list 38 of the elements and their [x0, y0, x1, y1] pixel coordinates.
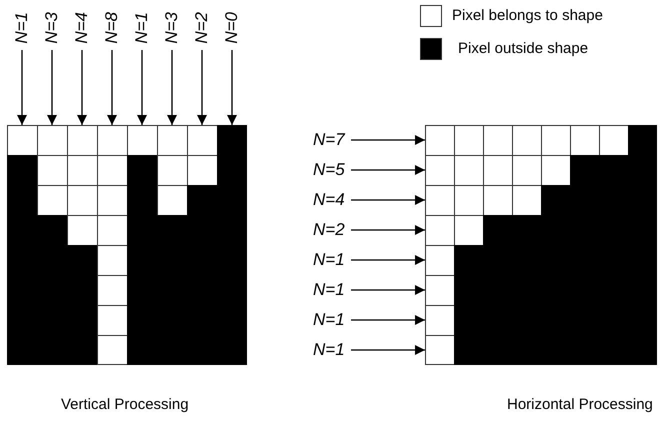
- arrow: [47, 50, 57, 125]
- arrow: [197, 50, 207, 125]
- arrow: [351, 135, 425, 145]
- count-label: N=1: [133, 12, 151, 44]
- count-label: N=4: [73, 12, 91, 44]
- count-label: N=4: [313, 191, 345, 209]
- arrow: [351, 315, 425, 325]
- panel-caption: Horizontal Processing: [507, 396, 653, 413]
- legend-label: Pixel belongs to shape: [452, 7, 603, 24]
- arrow: [351, 255, 425, 265]
- arrow: [351, 345, 425, 355]
- count-label: N=7: [313, 131, 345, 149]
- pixel-grid-drawing: [7, 125, 247, 365]
- arrow: [351, 285, 425, 295]
- arrow: [107, 50, 117, 125]
- count-label: N=2: [313, 221, 345, 239]
- count-label: N=3: [43, 12, 61, 44]
- count-label: N=0: [223, 12, 241, 44]
- arrow: [167, 50, 177, 125]
- count-label: N=1: [313, 311, 345, 329]
- count-label: N=1: [313, 251, 345, 269]
- count-label: N=1: [13, 12, 31, 44]
- count-label: N=2: [193, 12, 211, 44]
- count-label: N=1: [313, 341, 345, 359]
- panel-caption: Vertical Processing: [61, 396, 189, 413]
- count-label: N=5: [313, 161, 345, 179]
- count-label: N=3: [163, 12, 181, 44]
- arrow: [351, 225, 425, 235]
- legend-label: Pixel outside shape: [458, 40, 588, 57]
- arrow: [77, 50, 87, 125]
- count-label: N=8: [103, 12, 121, 44]
- arrow: [137, 50, 147, 125]
- arrow: [351, 165, 425, 175]
- arrow: [227, 50, 237, 125]
- arrow: [17, 50, 27, 125]
- count-label: N=1: [313, 281, 345, 299]
- pixel-grid-drawing: [425, 125, 657, 365]
- arrow: [351, 195, 425, 205]
